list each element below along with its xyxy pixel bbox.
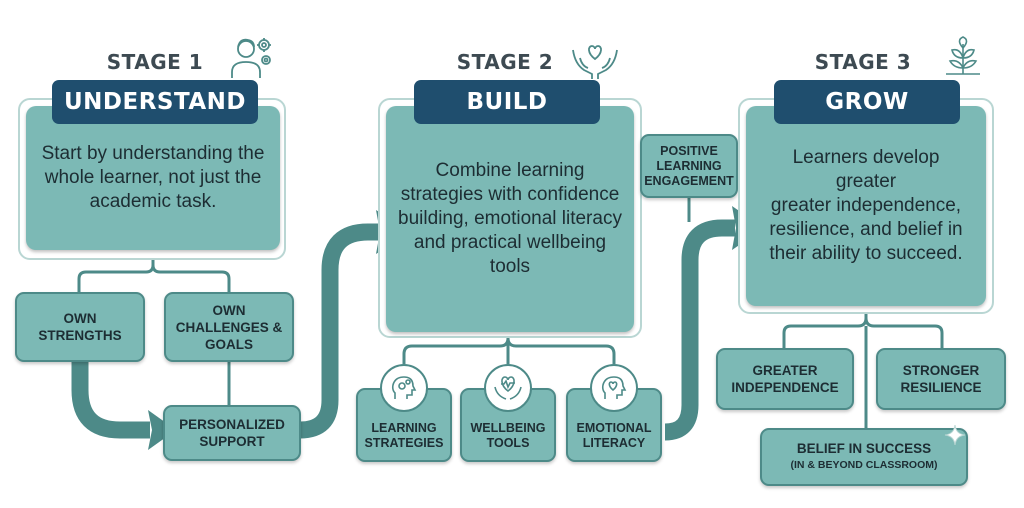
hands-heartbeat-icon xyxy=(484,364,532,412)
own-challenges-node: OWN CHALLENGES & GOALS xyxy=(164,292,294,362)
belief-in-success-sublabel: (IN & BEYOND CLASSROOM) xyxy=(790,459,938,471)
stage-2-title: BUILD xyxy=(414,80,600,124)
personalized-support-node: PERSONALIZED SUPPORT xyxy=(163,405,301,461)
stage-3-description-box: Learners develop greater greater indepen… xyxy=(746,106,986,306)
connector-line xyxy=(151,264,231,292)
learning-strategies-node: LEARNING STRATEGIES xyxy=(356,388,452,462)
stage-1-label: STAGE 1 xyxy=(106,50,204,74)
flow-arrow-shaft xyxy=(299,223,378,439)
connector-line xyxy=(506,337,616,364)
stage-1-description: Start by understanding the whole learner… xyxy=(41,143,265,212)
connector-line xyxy=(77,255,155,292)
flow-arrow-head xyxy=(148,410,176,450)
hands-heart-icon xyxy=(570,40,620,80)
own-strengths-node: OWN STRENGTHS xyxy=(15,292,145,362)
greater-independence-node: GREATER INDEPENDENCE xyxy=(716,348,854,410)
flow-arrow-shaft xyxy=(664,219,735,441)
connector-line xyxy=(864,317,944,348)
stage-3-description-line: Learners develop xyxy=(792,147,940,168)
stage-1-title: UNDERSTAND xyxy=(52,80,258,124)
belief-in-success-node: BELIEF IN SUCCESS (IN & BEYOND CLASSROOM… xyxy=(760,428,968,486)
stage-2-label: STAGE 2 xyxy=(456,50,554,74)
stage-3-label: STAGE 3 xyxy=(814,50,912,74)
stronger-resilience-node: STRONGER RESILIENCE xyxy=(876,348,1006,410)
head-heart-icon xyxy=(590,364,638,412)
sparkle-icon xyxy=(944,424,966,446)
stage-3-description-line: greater xyxy=(835,171,897,192)
flow-arrow-shaft xyxy=(71,360,150,439)
stage-1-description-box: Start by understanding the whole learner… xyxy=(26,106,280,250)
person-gears-icon xyxy=(228,34,276,80)
growing-plant-icon xyxy=(942,34,984,80)
head-gears-icon xyxy=(380,364,428,412)
connector-line xyxy=(782,308,868,348)
stage-3-title: GROW xyxy=(774,80,960,124)
stage-3-description-line: greater independence, resilience, and be… xyxy=(769,195,963,264)
positive-engagement-node: POSITIVE LEARNING ENGAGEMENT xyxy=(640,134,738,198)
stage-2-description-box: Combine learning strategies with confide… xyxy=(386,106,634,332)
belief-in-success-label: BELIEF IN SUCCESS xyxy=(796,441,932,456)
stage-2-description: Combine learning strategies with confide… xyxy=(398,160,622,277)
